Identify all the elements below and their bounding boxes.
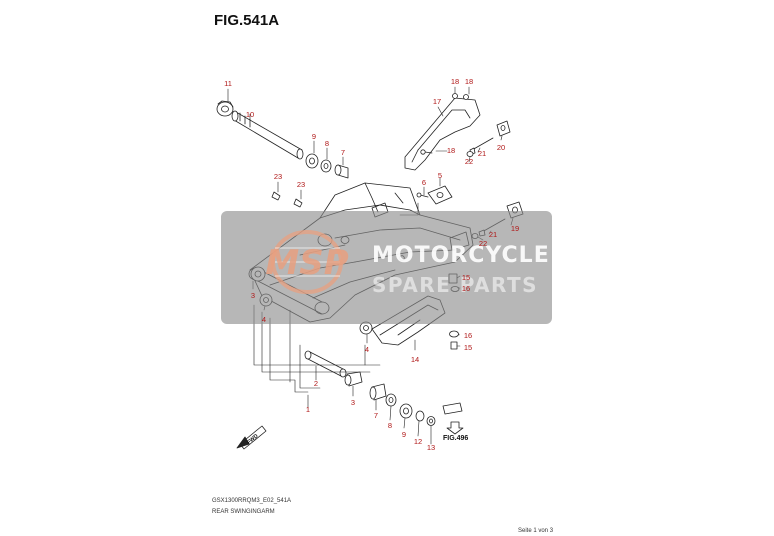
part-12-washer <box>415 410 425 422</box>
callout-14[interactable]: 14 <box>411 355 419 364</box>
part-20-bracket <box>496 120 511 137</box>
leader-lines <box>227 86 514 445</box>
part-7-collar-upper <box>334 164 349 179</box>
callout-5[interactable]: 5 <box>438 171 442 180</box>
fig-ref-arrow-icon <box>446 421 464 435</box>
callout-7[interactable]: 7 <box>341 148 345 157</box>
callout-20[interactable]: 20 <box>497 143 505 152</box>
figure-title: FIG.541A <box>214 12 280 29</box>
callout-15[interactable]: 15 <box>462 273 470 282</box>
fig-ref-shape <box>442 402 463 415</box>
callout-6[interactable]: 6 <box>422 178 426 187</box>
callout-7[interactable]: 7 <box>374 411 378 420</box>
callout-23[interactable]: 23 <box>297 180 305 189</box>
watermark: MSP MOTORCYCLE SPARE PARTS <box>221 211 552 324</box>
callout-23[interactable]: 23 <box>274 172 282 181</box>
fig-496-reference[interactable]: FIG.496 <box>443 435 468 442</box>
part-23-grease-nipples <box>271 191 303 208</box>
callout-22[interactable]: 22 <box>479 239 487 248</box>
part-8-seal-upper <box>320 159 332 173</box>
part-13-nut <box>426 416 436 426</box>
watermark-line2: SPARE PARTS <box>372 273 538 297</box>
part-15-16-lower <box>449 330 459 350</box>
callout-4[interactable]: 4 <box>365 345 369 354</box>
watermark-logo-icon: MSP <box>265 230 349 294</box>
callout-2[interactable]: 2 <box>314 379 318 388</box>
model-code: GSX1300RRQM3_E02_541A <box>212 498 292 504</box>
callout-12[interactable]: 12 <box>414 437 422 446</box>
watermark-logo-text: MSP <box>265 243 348 283</box>
callout-8[interactable]: 8 <box>388 421 392 430</box>
callout-4[interactable]: 4 <box>262 315 266 324</box>
part-5-plate <box>427 185 453 205</box>
callout-17[interactable]: 17 <box>433 97 441 106</box>
callout-18[interactable]: 18 <box>447 146 455 155</box>
part-11-nut-drawing <box>216 100 234 117</box>
callout-16[interactable]: 16 <box>464 331 472 340</box>
part-8-seal-lower <box>385 393 397 407</box>
part-2-spacer <box>304 350 347 378</box>
part-3-bearing-right <box>344 371 363 387</box>
part-22-washer-upper <box>466 151 474 157</box>
callout-8[interactable]: 8 <box>325 139 329 148</box>
part-7-collar-lower <box>369 383 387 401</box>
callout-18[interactable]: 18 <box>451 77 459 86</box>
callout-9[interactable]: 9 <box>312 132 316 141</box>
callout-21[interactable]: 21 <box>489 230 497 239</box>
callout-3[interactable]: 3 <box>351 398 355 407</box>
part-18-bolts <box>420 93 469 155</box>
callout-16[interactable]: 16 <box>462 284 470 293</box>
part-10-axle-drawing <box>231 110 304 160</box>
callout-1-bracket <box>253 304 381 393</box>
callout-1[interactable]: 1 <box>306 405 310 414</box>
fwd-arrow-icon <box>236 425 267 450</box>
part-9-washer-lower <box>399 403 413 419</box>
callout-10[interactable]: 10 <box>246 110 254 119</box>
part-9-washer-upper <box>305 153 319 169</box>
part-4-seal-right <box>359 321 373 335</box>
callout-19[interactable]: 19 <box>511 224 519 233</box>
callout-22[interactable]: 22 <box>465 157 473 166</box>
callout-13[interactable]: 13 <box>427 443 435 452</box>
callout-9[interactable]: 9 <box>402 430 406 439</box>
part-6-bolt <box>416 192 429 198</box>
page-indicator: Seite 1 von 3 <box>518 528 554 534</box>
callout-3[interactable]: 3 <box>251 291 255 300</box>
callout-15[interactable]: 15 <box>464 343 472 352</box>
callout-18[interactable]: 18 <box>465 77 473 86</box>
callout-11[interactable]: 11 <box>224 79 232 88</box>
callout-21[interactable]: 21 <box>478 149 486 158</box>
part-name: REAR SWINGINGARM <box>212 509 275 515</box>
watermark-line1: MOTORCYCLE <box>372 243 550 268</box>
